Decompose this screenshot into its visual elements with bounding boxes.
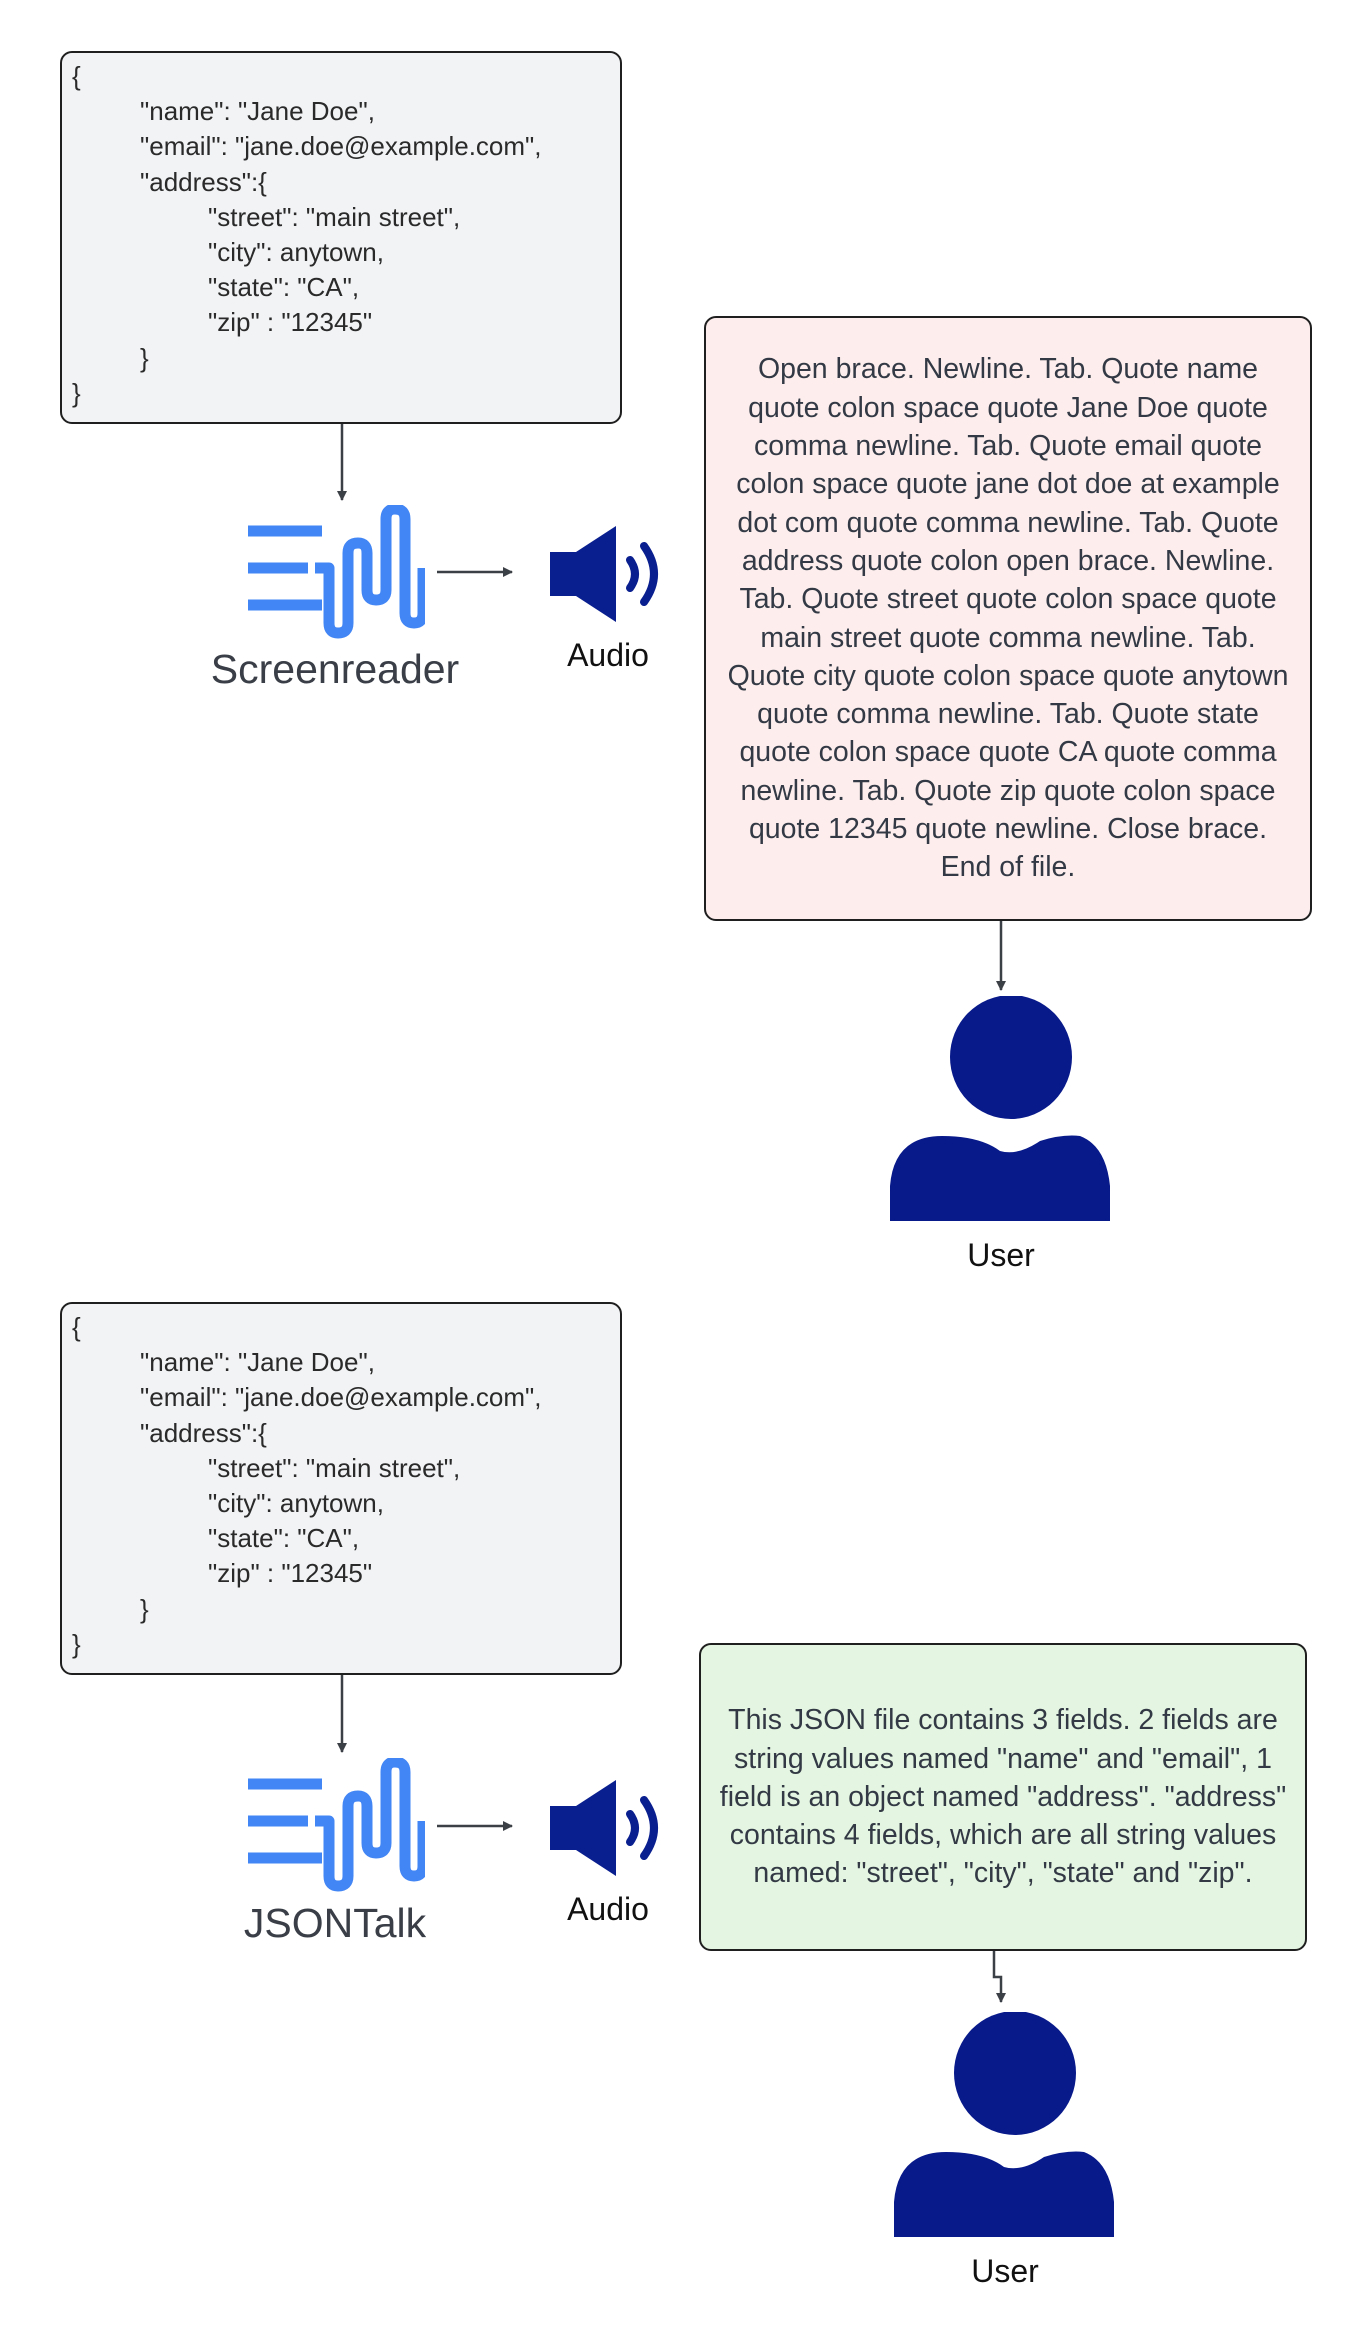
waveform-icon — [248, 1758, 425, 1892]
code-line: "zip" : "12345" — [208, 1558, 373, 1589]
code-line: "state": "CA", — [208, 272, 360, 303]
code-line: "street": "main street", — [208, 1452, 461, 1483]
user-icon — [894, 2012, 1114, 2237]
screenreader-speech-box: Open brace. Newline. Tab. Quote name quo… — [704, 316, 1312, 921]
code-line: "email": "jane.doe@example.com", — [140, 131, 542, 162]
audio-label: Audio — [567, 637, 649, 673]
code-line: { — [72, 1312, 81, 1342]
screenreader-label: Screenreader — [210, 646, 460, 692]
code-line: "address":{ — [140, 1417, 267, 1448]
code-line: "name": "Jane Doe", — [140, 96, 375, 127]
code-line: "city": anytown, — [208, 237, 384, 268]
json-code-box-top: { "name": "Jane Doe", "email": "jane.doe… — [60, 51, 622, 424]
code-line: "city": anytown, — [208, 1488, 384, 1519]
code-line: } — [140, 342, 149, 373]
speaker-icon — [550, 1780, 658, 1876]
jsontalk-speech-box: This JSON file contains 3 fields. 2 fiel… — [699, 1643, 1307, 1951]
code-line: } — [72, 1628, 81, 1659]
code-line: "address":{ — [140, 166, 267, 197]
code-line: "zip" : "12345" — [208, 307, 373, 338]
code-line: "name": "Jane Doe", — [140, 1347, 375, 1378]
user-icon — [890, 996, 1110, 1221]
code-line: } — [140, 1593, 149, 1624]
code-line: { — [72, 61, 81, 91]
screenreader-speech-text: Open brace. Newline. Tab. Quote name quo… — [727, 353, 1289, 884]
code-line: "state": "CA", — [208, 1523, 360, 1554]
arrow-speech-to-user-bottom — [992, 1951, 1006, 2003]
json-code-box-bottom: { "name": "Jane Doe", "email": "jane.doe… — [60, 1302, 622, 1675]
speaker-icon — [550, 526, 658, 622]
user-label: User — [967, 1237, 1035, 1273]
jsontalk-speech-text: This JSON file contains 3 fields. 2 fiel… — [719, 1704, 1287, 1890]
code-line: } — [72, 377, 81, 408]
user-label: User — [971, 2253, 1039, 2289]
audio-label: Audio — [567, 1891, 649, 1927]
jsontalk-label: JSONTalk — [243, 1900, 427, 1946]
code-line: "email": "jane.doe@example.com", — [140, 1382, 542, 1413]
waveform-icon — [248, 505, 425, 639]
code-line: "street": "main street", — [208, 201, 461, 232]
